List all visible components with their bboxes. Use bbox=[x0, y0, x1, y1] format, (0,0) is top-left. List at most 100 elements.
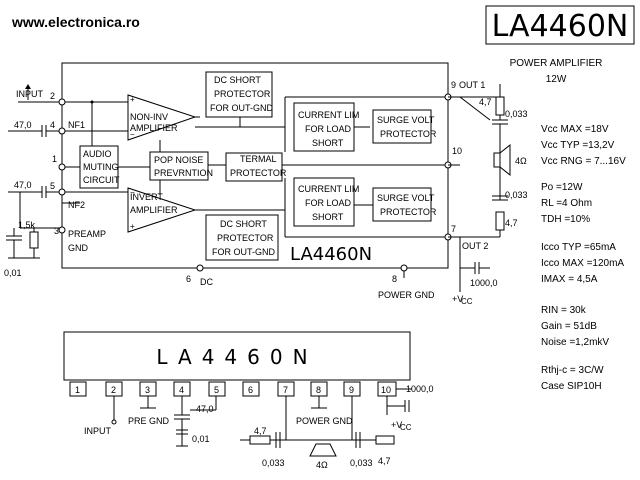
svg-text:4: 4 bbox=[179, 385, 184, 395]
svg-text:+: + bbox=[130, 95, 135, 104]
surge-bot bbox=[372, 187, 432, 222]
svg-text:Rthj-c = 3C/W: Rthj-c = 3C/W bbox=[541, 365, 604, 376]
speaker-icon bbox=[499, 143, 511, 177]
pop-noise-2: PREVRNTION bbox=[154, 168, 213, 178]
svg-text:3: 3 bbox=[145, 385, 150, 395]
pop-noise-block bbox=[149, 151, 209, 181]
cap-0033-top: 0,033 bbox=[505, 109, 528, 119]
pkg-cap-0033-l: 0,033 bbox=[262, 458, 285, 468]
svg-text:+: + bbox=[130, 222, 135, 231]
svg-text:PROTECTOR: PROTECTOR bbox=[380, 207, 437, 217]
chip-title: LA4460N bbox=[492, 9, 629, 44]
package-pins: 1 2 3 4 5 6 7 8 9 10 bbox=[69, 381, 397, 397]
pin-5: 5 bbox=[50, 181, 55, 191]
pkg-res-47-l: 4,7 bbox=[254, 426, 267, 436]
amp-invert bbox=[127, 187, 197, 233]
svg-text:SURGE VOLT: SURGE VOLT bbox=[377, 193, 435, 203]
svg-text:Po =12W: Po =12W bbox=[541, 182, 583, 193]
chip-label-inner: LA4460N bbox=[290, 244, 372, 265]
svg-text:CURRENT LIM: CURRENT LIM bbox=[298, 110, 359, 120]
svg-text:SHORT: SHORT bbox=[312, 212, 344, 222]
svg-text:PROTECTOR: PROTECTOR bbox=[217, 233, 274, 243]
svg-text:CC: CC bbox=[461, 297, 473, 306]
svg-text:CURRENT LIM: CURRENT LIM bbox=[298, 184, 359, 194]
cap-47-b: 47,0 bbox=[14, 180, 32, 190]
preamp-gnd-label: GND bbox=[68, 243, 89, 253]
res-47-bot: 4,7 bbox=[505, 218, 518, 228]
audio-muting-3: CIRCUIT bbox=[83, 175, 120, 185]
pin-4: 4 bbox=[50, 120, 55, 130]
subtitle-watts: 12W bbox=[546, 74, 567, 85]
svg-text:Icco TYP =65mA: Icco TYP =65mA bbox=[541, 242, 616, 253]
svg-text:SURGE VOLT: SURGE VOLT bbox=[377, 115, 435, 125]
title-box bbox=[485, 5, 635, 45]
pin-3: 3 bbox=[54, 226, 59, 236]
svg-text:IMAX = 4,5A: IMAX = 4,5A bbox=[541, 274, 598, 285]
amp-noninv bbox=[127, 94, 197, 141]
svg-text:Vcc RNG = 7...16V: Vcc RNG = 7...16V bbox=[541, 156, 626, 167]
cap-0033-bot: 0,033 bbox=[505, 190, 528, 200]
svg-text:9: 9 bbox=[349, 385, 354, 395]
pkg-cap-47: 47,0 bbox=[196, 404, 214, 414]
input-label: INPUT bbox=[16, 89, 44, 99]
res-47-top: 4,7 bbox=[479, 97, 492, 107]
vcc-label: +V bbox=[452, 294, 463, 304]
pin-7: 7 bbox=[451, 224, 456, 234]
power-gnd-label: POWER GND bbox=[378, 290, 435, 300]
svg-text:7: 7 bbox=[283, 385, 288, 395]
svg-text:PROTECTOR: PROTECTOR bbox=[214, 89, 271, 99]
cap-001: 0,01 bbox=[4, 268, 22, 278]
svg-text:DC SHORT: DC SHORT bbox=[220, 219, 267, 229]
svg-text:FOR OUT-GND: FOR OUT-GND bbox=[212, 247, 275, 257]
out1-label: OUT 1 bbox=[459, 80, 485, 90]
amp-noninv-1: NON-INV bbox=[130, 112, 168, 122]
svg-text:Vcc TYP =13,2V: Vcc TYP =13,2V bbox=[541, 140, 615, 151]
svg-text:FOR LOAD: FOR LOAD bbox=[305, 198, 352, 208]
pop-noise-1: POP NOISE bbox=[154, 155, 203, 165]
pkg-cap-0033-r: 0,033 bbox=[350, 458, 373, 468]
pin-1: 1 bbox=[52, 154, 57, 164]
surge-top bbox=[372, 109, 432, 144]
svg-text:5: 5 bbox=[214, 385, 219, 395]
pin-10: 10 bbox=[452, 146, 462, 156]
audio-muting-2: MUTING bbox=[83, 162, 119, 172]
svg-text:Noise =1,2mkV: Noise =1,2mkV bbox=[541, 337, 609, 348]
svg-text:FOR OUT-GND: FOR OUT-GND bbox=[210, 103, 273, 113]
nf2-label: NF2 bbox=[68, 200, 85, 210]
pkg-spk: 4Ω bbox=[316, 460, 328, 470]
svg-text:6: 6 bbox=[248, 385, 253, 395]
amp-noninv-2: AMPLIFIER bbox=[130, 123, 178, 133]
amp-invert-1: INVERT bbox=[130, 192, 163, 202]
svg-text:SHORT: SHORT bbox=[312, 138, 344, 148]
svg-text:RL =4 Ohm: RL =4 Ohm bbox=[541, 198, 592, 209]
pkg-power-gnd: POWER GND bbox=[296, 416, 353, 426]
audio-muting-1: AUDIO bbox=[83, 149, 112, 159]
svg-text:−: − bbox=[130, 130, 135, 139]
subtitle-power: POWER AMPLIFIER bbox=[510, 58, 603, 69]
svg-text:Vcc MAX =18V: Vcc MAX =18V bbox=[541, 124, 609, 135]
svg-text:CC: CC bbox=[400, 423, 412, 432]
pkg-speaker-icon bbox=[309, 443, 337, 457]
svg-text:RIN = 30k: RIN = 30k bbox=[541, 305, 587, 316]
spk-label: 4Ω bbox=[515, 156, 527, 166]
current-lim-bot bbox=[293, 177, 355, 227]
svg-text:10: 10 bbox=[381, 385, 391, 395]
pkg-res-47-r: 4,7 bbox=[378, 456, 391, 466]
out2-label: OUT 2 bbox=[462, 241, 488, 251]
svg-text:FOR LOAD: FOR LOAD bbox=[305, 124, 352, 134]
pin-6: 6 bbox=[186, 274, 191, 284]
svg-text:Icco MAX =120mA: Icco MAX =120mA bbox=[541, 258, 624, 269]
package-outline bbox=[63, 331, 411, 381]
site-url: www.electronica.ro bbox=[11, 14, 140, 30]
pkg-cap-001: 0,01 bbox=[192, 434, 210, 444]
svg-text:2: 2 bbox=[111, 385, 116, 395]
cap-1000: 1000,0 bbox=[470, 278, 498, 288]
res-15k: 1,5k bbox=[18, 220, 36, 230]
pin-2: 2 bbox=[50, 91, 55, 101]
pkg-input: INPUT bbox=[84, 426, 112, 436]
svg-text:TDH =10%: TDH =10% bbox=[541, 214, 590, 225]
package-label: LA4460N bbox=[156, 345, 317, 369]
specs: Vcc MAX =18V Vcc TYP =13,2V Vcc RNG = 7.… bbox=[541, 124, 626, 392]
termal-1: TERMAL bbox=[240, 154, 277, 164]
